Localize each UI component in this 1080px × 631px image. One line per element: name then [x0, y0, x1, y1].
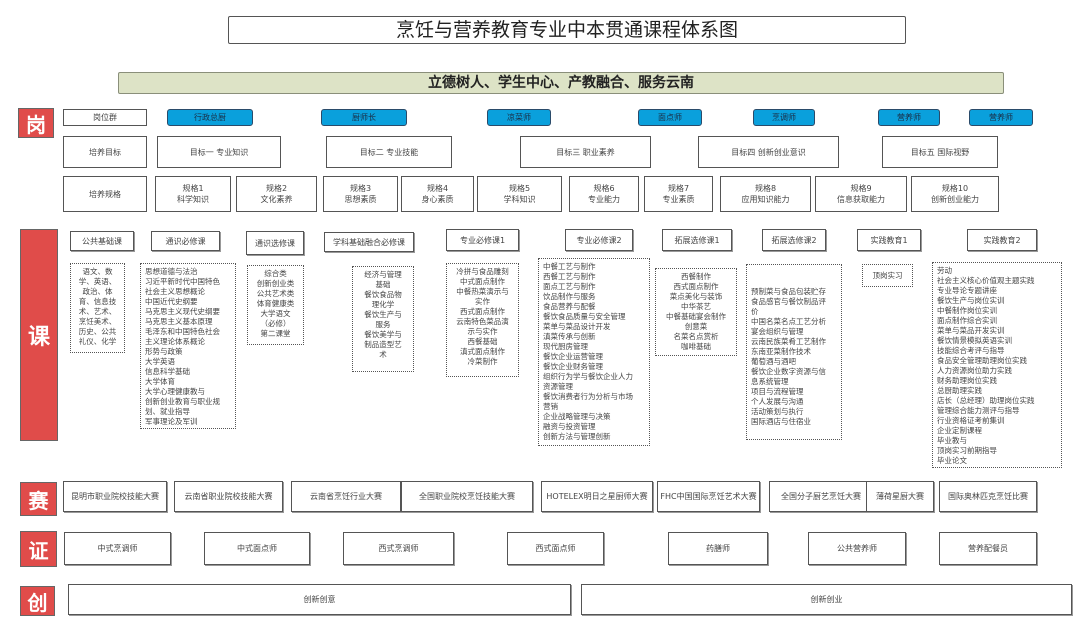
certificate-6: 公共营养师	[808, 532, 906, 565]
competition-5: HOTELEX明日之星厨师大赛	[541, 481, 653, 512]
course-cat-6-list: 中餐工艺与制作西餐工艺与制作面点工艺与制作饮品制作与服务食品营养与配餐餐饮食品质…	[538, 258, 650, 446]
innovation-entrepreneurship: 创新创业	[581, 584, 1072, 615]
certificate-7: 营养配餐员	[939, 532, 1037, 565]
course-cat-4-list: 经济与管理基础餐饮食品物理化学餐饮生产与服务餐饮美学与制品造型艺术	[352, 266, 414, 372]
job-executive-chef: 行政总厨	[167, 109, 253, 126]
course-cat-7-title: 拓展选修课1	[662, 229, 732, 251]
course-cat-4-title: 学科基础融合必修课	[324, 232, 414, 252]
competition-2: 云南省职业院校技能大赛	[174, 481, 283, 512]
course-cat-3-title: 通识选修课	[246, 231, 304, 255]
course-cat-9-title: 实践教育1	[857, 229, 921, 251]
course-cat-3-list: 综合类创新创业类公共艺术类体育健康类大学语文（必修）第二课堂	[247, 265, 304, 345]
tag-chuang: 创	[20, 586, 55, 616]
certificate-4: 西式面点师	[507, 532, 604, 565]
course-cat-2-list: 思想道德与法治习近平新时代中国特色社会主义思想概论中国近代史纲要马克思主义现代史…	[140, 263, 236, 429]
competition-4: 全国职业院校烹饪技能大赛	[401, 481, 533, 512]
course-cat-8-title: 拓展选修课2	[762, 229, 826, 251]
certificate-1: 中式烹调师	[64, 532, 171, 565]
course-cat-2-title: 通识必修课	[151, 231, 220, 251]
goal-label: 培养目标	[63, 136, 147, 168]
page-title: 烹饪与营养教育专业中本贯通课程体系图	[228, 16, 906, 44]
competition-8: 薄荷星厨大赛	[866, 481, 934, 512]
motto-banner: 立德树人、学生中心、产教融合、服务云南	[118, 72, 1004, 94]
competition-1: 昆明市职业院校技能大赛	[63, 481, 167, 512]
course-cat-6-title: 专业必修课2	[565, 229, 633, 251]
course-cat-1-list: 语文、数学、英语、政治、体育、信息技术、艺术、烹饪美术、历史、公共礼仪、化学	[70, 263, 125, 353]
course-cat-10-title: 实践教育2	[967, 229, 1037, 251]
goal-4: 目标四 创新创业意识	[698, 136, 839, 168]
course-cat-5-list: 冷拼与食品雕刻中式面点制作中餐热菜演示与实作西式面点制作云南特色菜品演示与实作西…	[446, 263, 519, 377]
innovation-creativity: 创新创意	[68, 584, 571, 615]
job-head-chef: 厨师长	[321, 109, 407, 126]
competition-6: FHC中国国际烹饪艺术大赛	[657, 481, 760, 512]
job-cook: 烹调师	[753, 109, 815, 126]
course-cat-7-list: 西餐制作西式面点制作菜点美化与装饰中华茶艺中餐基础宴会制作创意菜名菜名点赏析咖啡…	[655, 268, 737, 356]
certificate-2: 中式面点师	[204, 532, 310, 565]
job-nutritionist-2: 营养师	[969, 109, 1033, 126]
tag-gang: 岗	[18, 108, 54, 138]
competition-3: 云南省烹饪行业大赛	[291, 481, 401, 512]
tag-zheng: 证	[20, 531, 57, 567]
goal-2: 目标二 专业技能	[326, 136, 452, 168]
spec-label: 培养规格	[63, 176, 147, 212]
competition-7: 全国分子厨艺烹饪大赛	[769, 481, 873, 512]
goal-1: 目标一 专业知识	[157, 136, 281, 168]
tag-sai: 赛	[20, 482, 57, 516]
certificate-3: 西式烹调师	[343, 532, 454, 565]
certificate-5: 药膳师	[668, 532, 768, 565]
course-cat-1-title: 公共基础课	[70, 231, 134, 251]
tag-ke: 课	[20, 229, 58, 441]
job-group-label: 岗位群	[63, 109, 147, 126]
course-cat-5-title: 专业必修课1	[446, 229, 519, 251]
job-pastry-chef: 面点师	[638, 109, 702, 126]
course-cat-9-list: 顶岗实习	[862, 264, 913, 287]
goal-5: 目标五 国际视野	[882, 136, 998, 168]
course-cat-8-list: 预制菜与食品包装贮存食品感官与餐饮制品评价中国名菜名点工艺分析宴会组织与管理云南…	[746, 264, 842, 440]
job-cold-dish-chef: 凉菜师	[487, 109, 551, 126]
course-cat-10-list: 劳动社会主义核心价值观主题实践专业导论专题讲座餐饮生产与岗位实训中餐制作岗位实训…	[932, 262, 1062, 468]
goal-3: 目标三 职业素养	[520, 136, 651, 168]
competition-9: 国际奥林匹克烹饪比赛	[939, 481, 1037, 512]
job-nutritionist: 营养师	[878, 109, 940, 126]
